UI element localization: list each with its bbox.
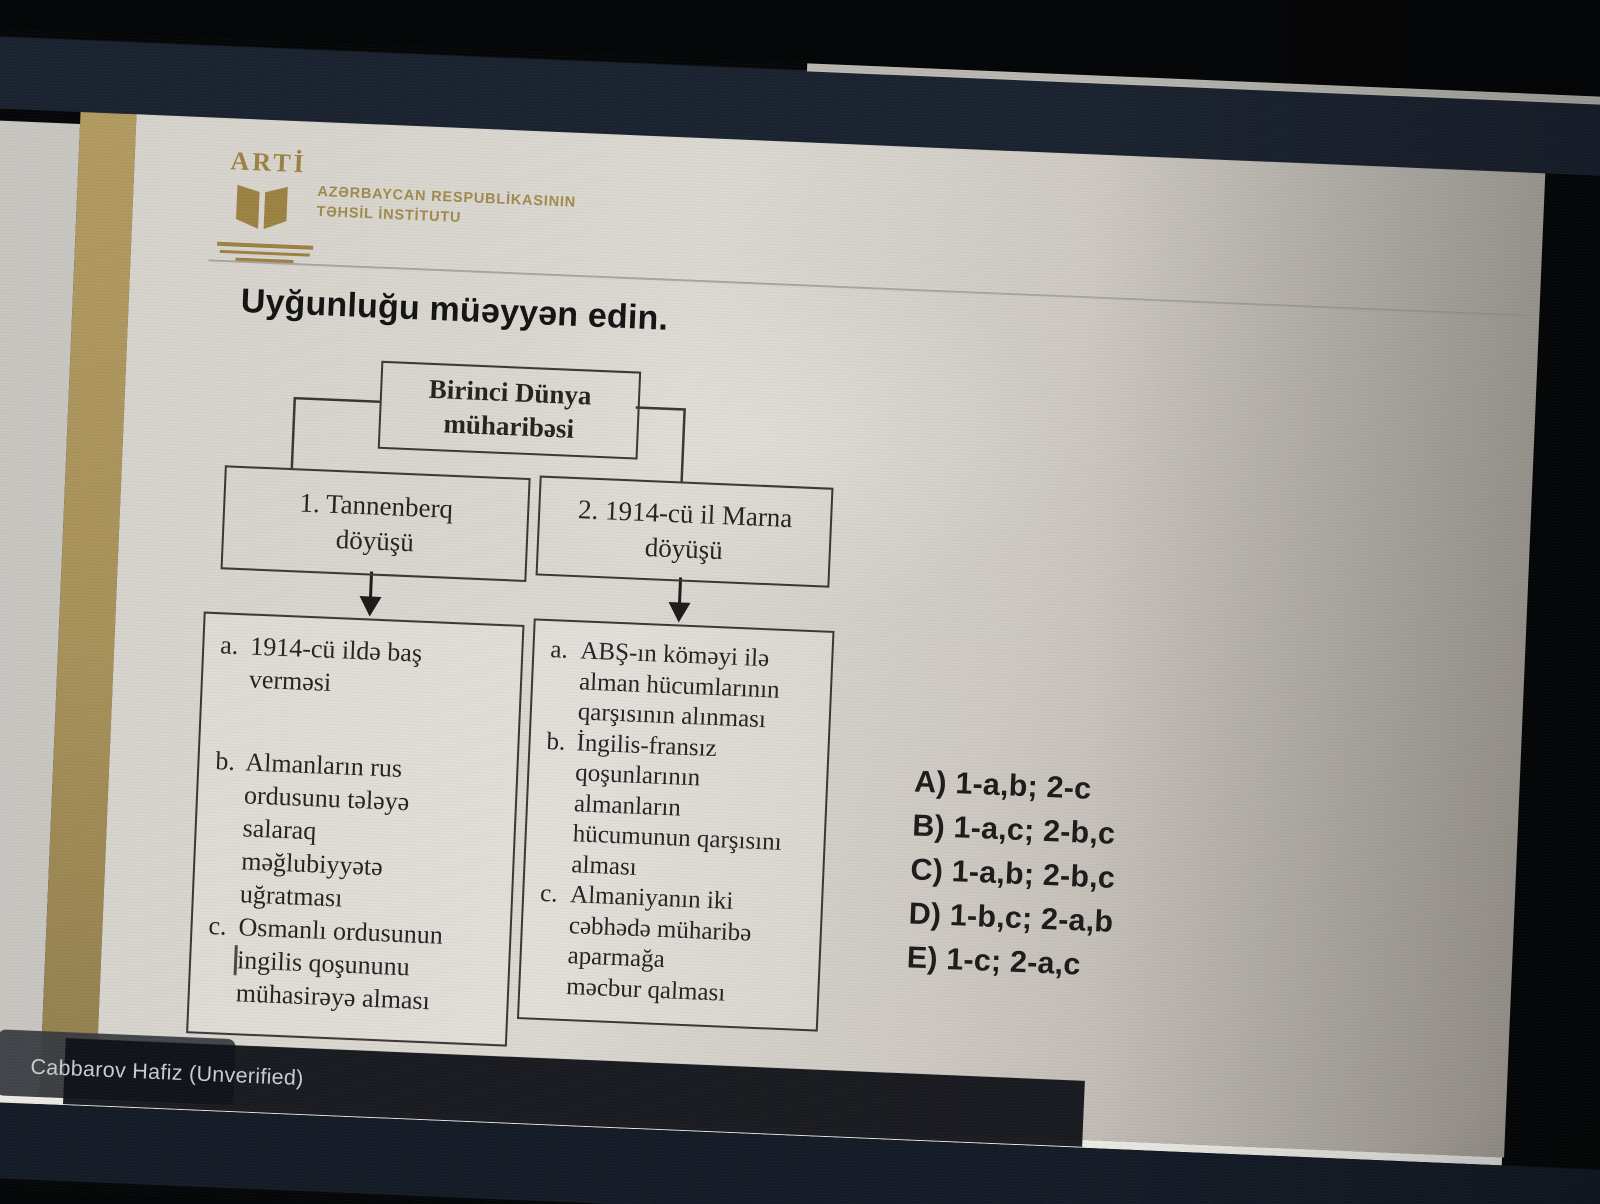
logo-org-text: AZƏRBAYCAN RESPUBLİKASININ TƏHSİL İNSTİT… <box>316 182 576 233</box>
diagram-root-box: Birinci Dünya müharibəsi <box>377 360 642 460</box>
diagram-branch2-label: 2. 1914-cü il Marna döyüşü <box>577 494 794 566</box>
screen-share-area: ARTİ AZƏRBAYCAN RESPUBLİKASININ TƏHSİL İ… <box>0 28 1600 1204</box>
logo-brand-text: ARTİ <box>230 146 308 179</box>
item-text: Almaniyanın iki cəbhədə müharibə aparmağ… <box>565 881 752 1007</box>
diagram-branch1-label: 1. Tannenberq döyüşü <box>298 487 454 558</box>
branch2-item-b: b. İngilis-fransız qoşunlarının almanlar… <box>541 727 818 891</box>
branch2-item-c: c. Almaniyanın iki cəbhədə müharibə apar… <box>536 879 812 1012</box>
institute-logo: ARTİ AZƏRBAYCAN RESPUBLİKASININ TƏHSİL İ… <box>207 146 713 317</box>
diagram-root-label: Birinci Dünya müharibəsi <box>428 374 593 444</box>
connector-lines <box>290 396 691 623</box>
answer-options: A) 1-a,b; 2-c B) 1-a,c; 2-b,c C) 1-a,b; … <box>906 759 1120 987</box>
branch2-item-a: a. ABŞ-ın köməyi ilə alman hücumlarının … <box>547 635 822 738</box>
item-text: İngilis-fransız qoşunlarının almanların … <box>570 728 783 881</box>
item-text: Osmanlı ordusunun ingilis qoşununu mühas… <box>235 912 444 1016</box>
branch1-item-a: a. 1914-cü ildə baş verməsi <box>218 628 512 706</box>
diagram-branch1-box: 1. Tannenberq döyüşü <box>220 465 531 583</box>
answer-option-e: E) 1-c; 2-a,c <box>906 940 1082 982</box>
item-text: Almanların rus ordusunu tələyə salaraq m… <box>239 747 410 913</box>
branch1-item-c: c. Osmanlı ordusunun ingilis qoşununu mü… <box>205 909 500 1020</box>
open-book-icon <box>236 184 288 230</box>
item-marker: a. <box>219 630 240 661</box>
branch1-item-b: b. Almanların rus ordusunu tələyə salara… <box>209 744 507 921</box>
item-text: ABŞ-ın köməyi ilə alman hücumlarının qar… <box>577 637 781 734</box>
diagram-branch1-items-box: a. 1914-cü ildə baş verməsi b. Almanları… <box>186 611 525 1047</box>
item-text: 1914-cü ildə baş verməsi <box>248 631 423 697</box>
presentation-slide: ARTİ AZƏRBAYCAN RESPUBLİKASININ TƏHSİL İ… <box>95 114 1546 1158</box>
matching-diagram: Birinci Dünya müharibəsi 1. Tannenberq d… <box>143 344 872 1073</box>
diagram-branch2-box: 2. 1914-cü il Marna döyüşü <box>535 475 834 588</box>
item-marker: a. <box>549 636 569 664</box>
diagram-branch2-items-box: a. ABŞ-ın köməyi ilə alman hücumlarının … <box>516 618 835 1032</box>
screen-glare-strip <box>806 63 1600 108</box>
